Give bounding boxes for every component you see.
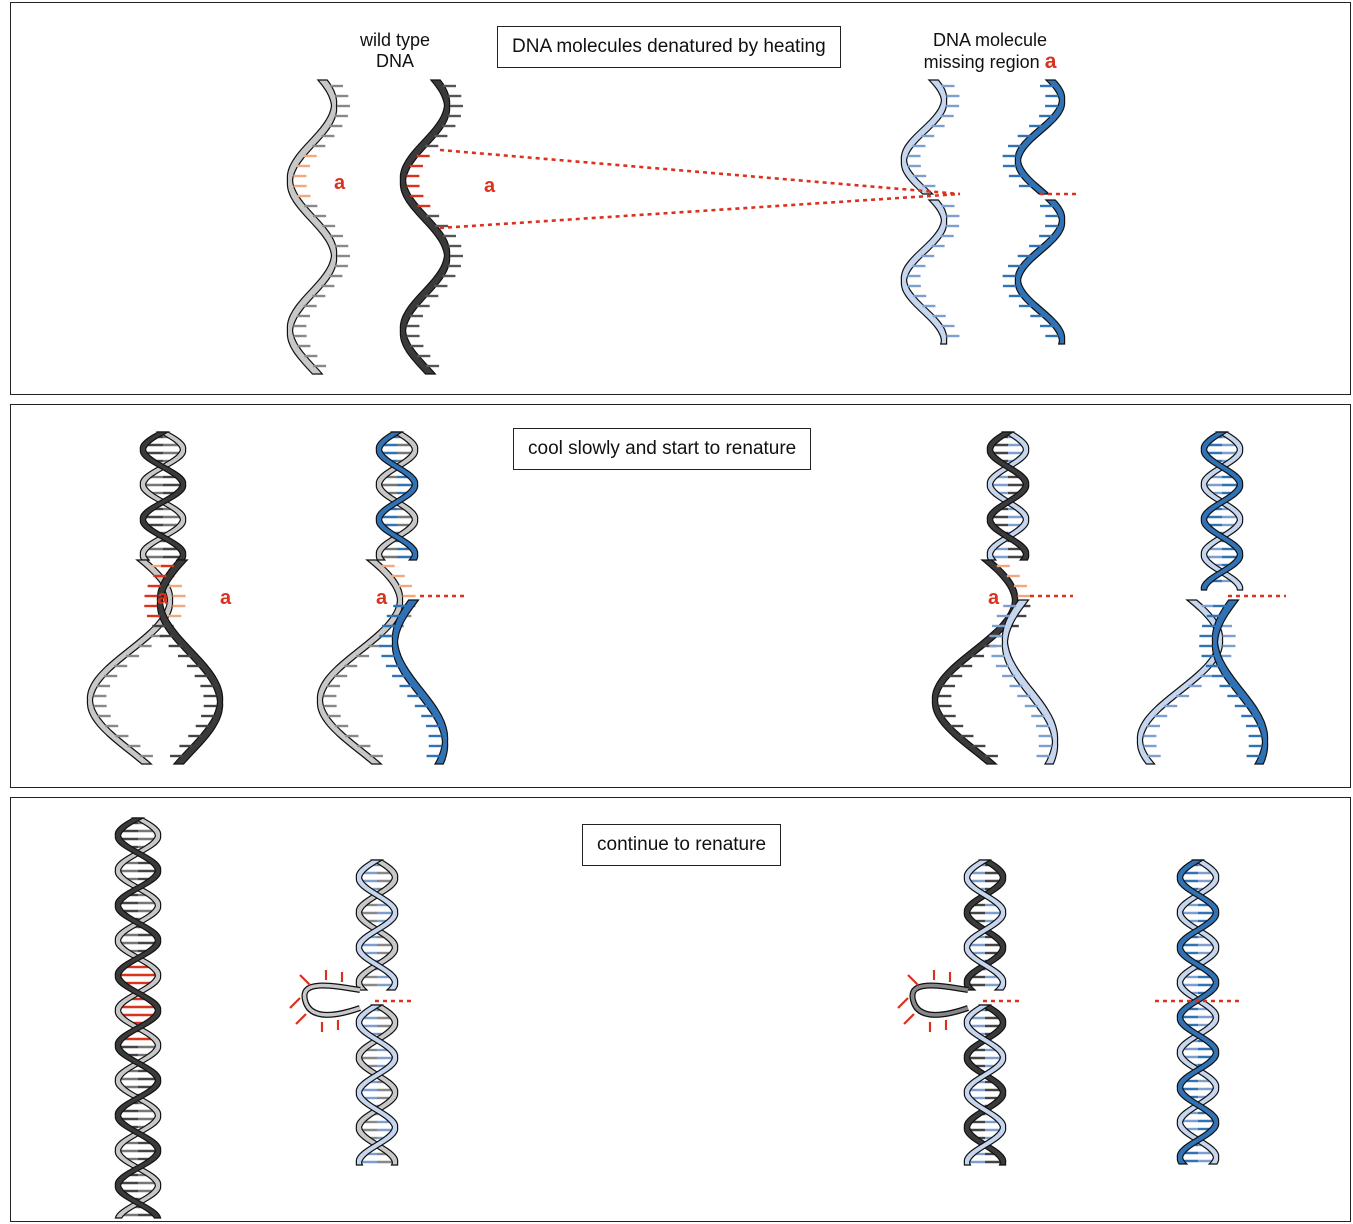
p3-hetero1-loop-base-tick — [299, 974, 311, 986]
p2-mutant-loose-lightblue — [1136, 599, 1224, 765]
caption-continue-renature: continue to renature — [582, 824, 782, 866]
p3-hetero2-loop-base-tick — [907, 974, 919, 986]
p2-hetero1-helix-strand-b — [375, 431, 419, 561]
panel-continue-renature — [10, 797, 1351, 1222]
p3-hetero2-loop-a — [910, 983, 969, 1017]
p2-hetero1-loose-blue — [391, 599, 449, 765]
p3-hetero2-bottom-strand-b — [963, 1004, 1007, 1166]
wild-type-dna-label: wild type DNA — [340, 30, 450, 72]
p2-mutant-loose-darkblue — [1211, 599, 1269, 765]
wild-type-line-2: DNA — [375, 51, 414, 71]
region-a-tag-p2-left: a — [157, 587, 169, 609]
p3-hetero1-loop-base-tick — [289, 997, 301, 1009]
p3-hetero2-top-strand-b — [963, 859, 1007, 991]
p2-wildtype-loose-dark — [156, 559, 224, 765]
region-a-tag-light-wildtype: a — [334, 172, 346, 194]
wildtype-light-strand — [286, 79, 338, 375]
p3-hetero1-loop-a — [302, 983, 361, 1017]
p2-mutant-helix-strand-b — [1200, 431, 1244, 591]
p2-hetero2-loose-lightblue — [1001, 599, 1059, 765]
p2-wildtype-helix-strand-a — [139, 431, 187, 561]
missing-region-dna-label: DNA molecule missing region a — [910, 30, 1070, 73]
p2-hetero2-loose-dark — [931, 559, 1019, 765]
p2-hetero1-helix-strand-a — [375, 431, 419, 561]
mutant-darkblue-strand-bottom — [1014, 199, 1066, 345]
caption-denatured: DNA molecules denatured by heating — [497, 26, 841, 68]
p3-hetero2-loop-base-tick — [897, 997, 909, 1009]
region-a-tag-p2-hetero1: a — [376, 587, 388, 609]
region-a-tag-dark-wildtype: a — [484, 175, 496, 197]
p3-hetero2-top-strand-a — [963, 859, 1007, 991]
caption-start-renature: cool slowly and start to renature — [513, 428, 812, 470]
p3-hetero2-loop-base-tick — [903, 1013, 915, 1025]
wildtype-dark-strand — [399, 79, 451, 375]
p2-hetero2-helix-strand-b — [986, 431, 1030, 561]
missing-line-1: DNA molecule — [932, 30, 1048, 50]
wild-type-line-1: wild type — [359, 30, 431, 50]
region-a-mapping-line-top — [439, 148, 961, 196]
p3-hetero1-top-strand-a — [355, 859, 399, 991]
p3-hetero1-loop-base-tick — [295, 1013, 307, 1025]
region-a-mapping-line-bottom — [439, 192, 961, 230]
p3-mutant-duplex-strand-b — [1176, 859, 1220, 1165]
missing-line-2: missing region — [923, 52, 1040, 72]
p3-wildtype-duplex-strand-a — [114, 817, 162, 1219]
p2-hetero1-loose-light — [316, 559, 404, 765]
region-a-tag-p2-hetero2: a — [988, 587, 1000, 609]
p2-hetero2-helix-strand-a — [986, 431, 1030, 561]
p3-hetero1-top-strand-b — [355, 859, 399, 991]
p2-mutant-helix-strand-a — [1200, 431, 1244, 591]
p3-hetero2-bottom-strand-a — [963, 1004, 1007, 1166]
region-a-tag-p2-right: a — [220, 587, 232, 609]
missing-region-letter: a — [1044, 50, 1057, 73]
p3-hetero1-bottom-strand-a — [355, 1004, 399, 1166]
missing-line-2-row: missing region a — [910, 51, 1070, 73]
p3-wildtype-duplex-strand-b — [114, 817, 162, 1219]
mutant-lightblue-strand-bottom — [900, 199, 948, 345]
p3-hetero1-bottom-strand-b — [355, 1004, 399, 1166]
